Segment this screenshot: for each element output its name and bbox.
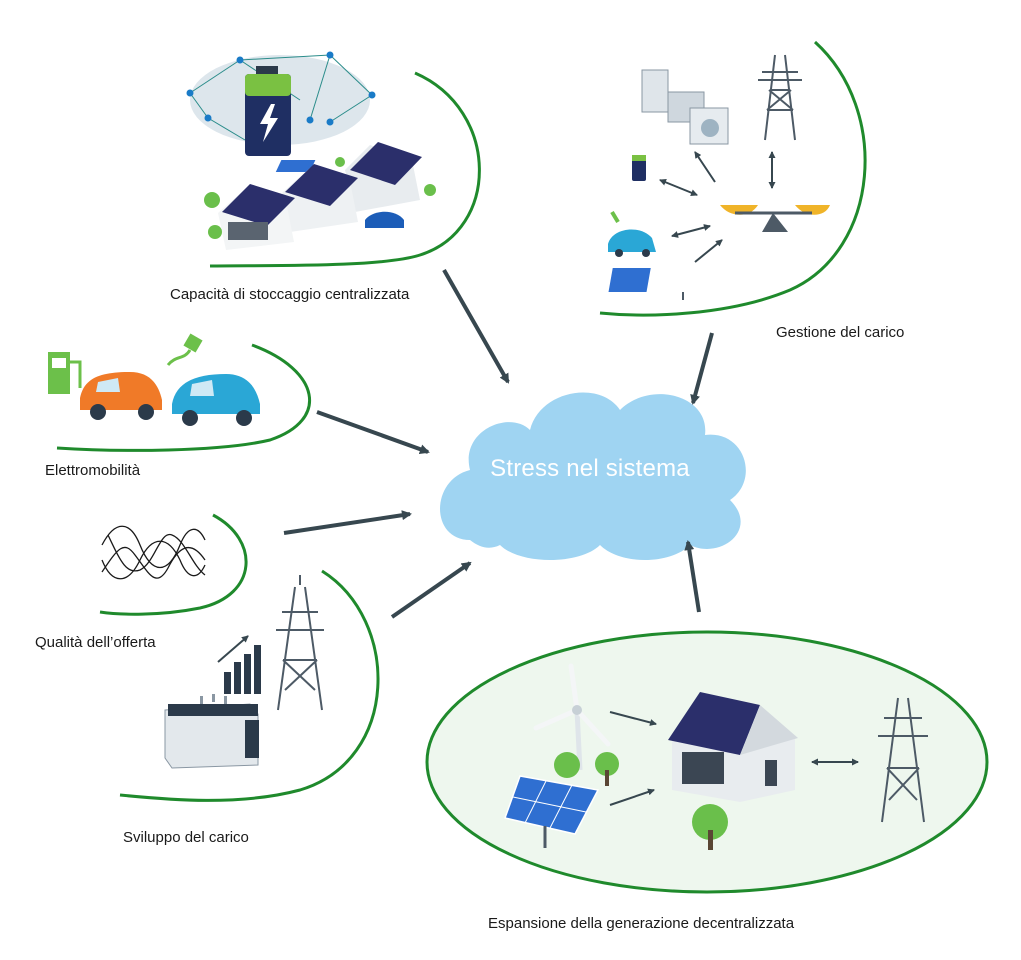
load-management-illustration	[608, 54, 830, 300]
arrow-decentral-generation	[684, 540, 701, 613]
load-management-arc	[599, 40, 867, 317]
arrow-emobility	[316, 410, 430, 454]
load-development-illustration	[164, 575, 324, 769]
stress-cloud	[440, 392, 746, 560]
storage-label: Capacità di stoccaggio centralizzata	[170, 286, 410, 303]
supply-quality-arc	[99, 513, 248, 616]
load-development-arc	[119, 569, 380, 802]
arrow-supply-quality	[283, 510, 412, 535]
load-management-label: Gestione del carico	[776, 324, 905, 341]
decentral-generation-label: Espansione della generazione decentraliz…	[488, 915, 795, 932]
arrows	[283, 269, 714, 619]
emobility-illustration	[48, 333, 260, 426]
storage-illustration	[186, 51, 436, 250]
emobility-label: Elettromobilità	[45, 462, 141, 479]
decentral-generation-illustration	[504, 663, 928, 850]
supply-quality-label: Qualità dell’offerta	[35, 634, 156, 651]
arrow-storage	[442, 269, 510, 384]
emobility-arc	[56, 343, 312, 452]
arrow-load-management	[690, 332, 714, 405]
supply-quality-illustration	[101, 525, 206, 580]
storage-arc	[209, 71, 481, 268]
arrow-load-development	[390, 561, 472, 619]
load-development-label: Sviluppo del carico	[123, 829, 249, 846]
center-label: Stress nel sistema	[490, 455, 690, 482]
